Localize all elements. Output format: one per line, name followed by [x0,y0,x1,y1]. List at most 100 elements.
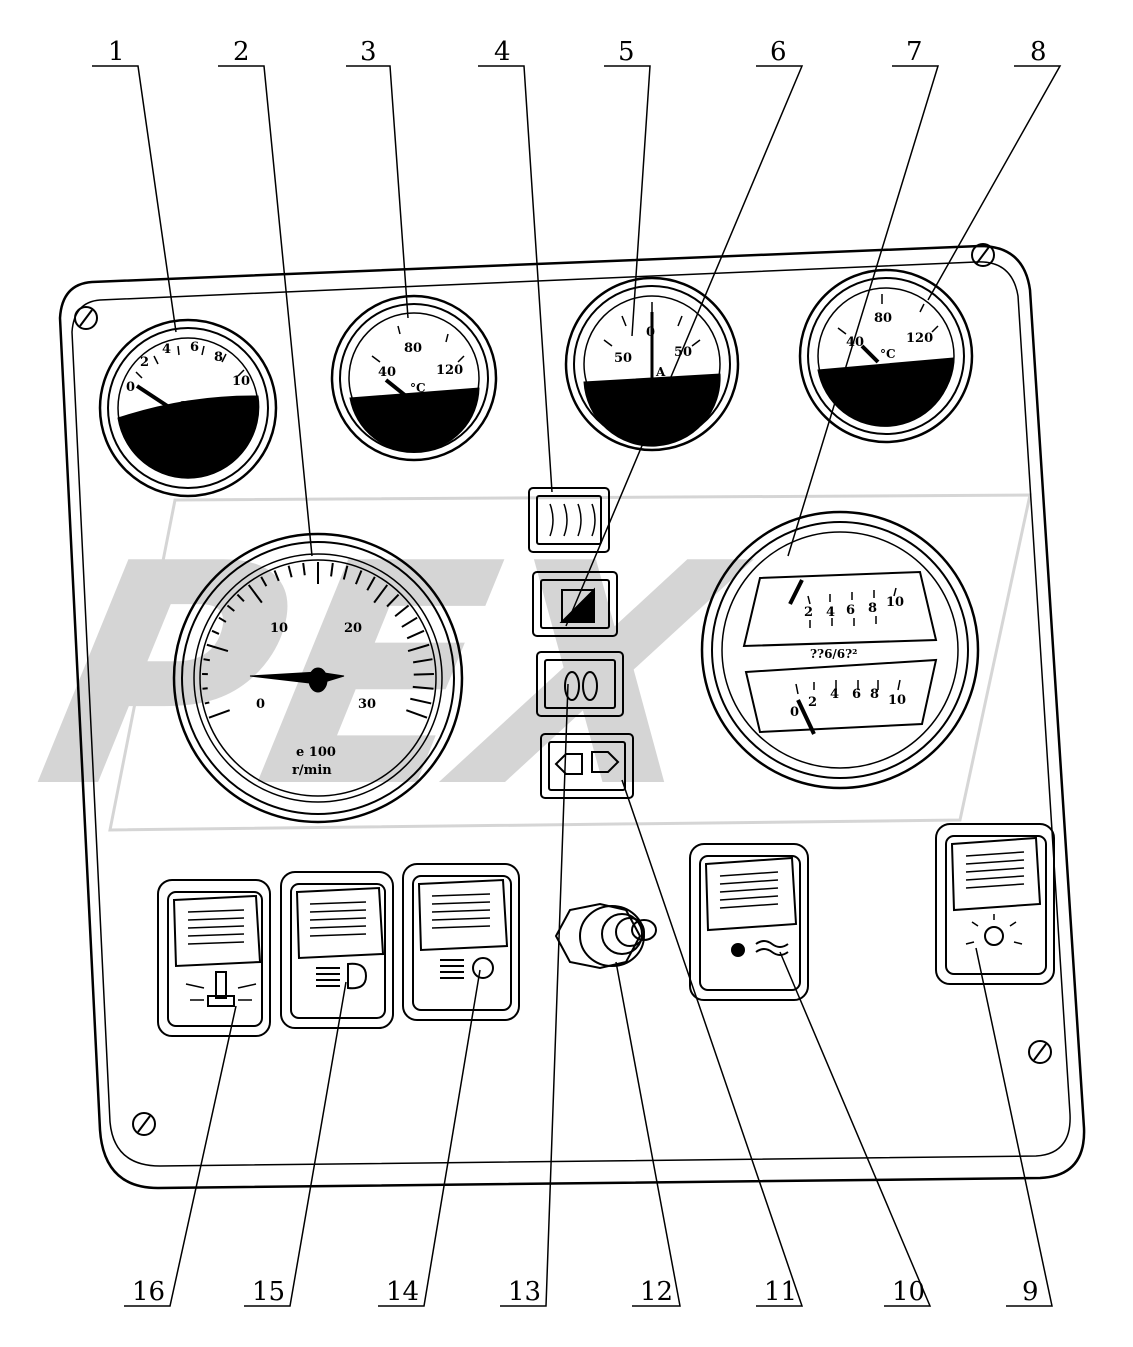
tacho-tick-mark [407,643,430,652]
indicator-lamps [528,487,634,799]
gauge-3-temperature: 40 80 120 °C [330,294,498,462]
screws [74,243,1052,1136]
tacho-tick-mark [412,685,434,690]
dual-upper-tick-8: 8 [868,601,877,616]
dual-lower-tick-6: 6 [852,687,861,702]
tacho-tick-mark [394,604,410,618]
tacho-tick-mark [405,709,428,719]
gauge-3-unit: °C [410,381,426,395]
gauge-5-tick-50: 50 [674,345,692,360]
switch-16[interactable] [157,879,271,1037]
callout-7: 7 [906,37,923,67]
gauge-2-tachometer: 0 10 20 30 e 100 r/min [172,532,464,824]
switch-12-ignition[interactable] [554,902,657,970]
dual-lower-tick-10: 10 [888,693,906,708]
gauge-5-ammeter: 50 0 50 A [564,276,740,452]
gauge-3-tick-40: 40 [378,365,396,380]
tacho-tick-0: 0 [256,697,265,712]
indicator-6-lamp [532,571,618,637]
switch-9[interactable] [935,823,1055,985]
callout-4: 4 [494,37,511,67]
gauge-3-tick-120: 120 [436,363,463,378]
indicator-4-lamp [528,487,610,553]
callout-2: 2 [233,37,250,67]
tacho-tick-mark [273,570,280,582]
gauge-5-tick-neg50: 50 [614,351,632,366]
gauge-1-pressure: 0 2 4 6 8 10 ??6/6?² [98,318,278,498]
switch-14[interactable] [402,863,520,1021]
gauge-8-temperature: 40 80 120 °C [798,268,974,444]
gauge-1-unit: ??6/6?² [180,399,227,413]
tacho-tick-mark [247,584,263,604]
tacho-tick-10: 10 [270,621,288,636]
callout-9: 9 [1022,1277,1039,1307]
gauge-7-dual: 2 4 6 8 10 ??6/6?² 0 2 4 6 8 10 [700,510,980,790]
gauge-8-tick-120: 120 [906,331,933,346]
dual-lower-tick-8: 8 [870,687,879,702]
callout-labels: 1 2 3 4 5 6 7 8 9 10 11 12 13 14 15 16 [108,37,1047,1307]
callout-12: 12 [640,1277,673,1307]
dual-upper-tick-10: 10 [886,595,904,610]
callout-6: 6 [770,37,787,67]
gauge-5-unit: A [655,365,666,379]
tacho-tick-mark [410,697,432,705]
gauge-5-tick-0: 0 [646,325,655,340]
tacho-tick-mark [287,565,293,578]
tacho-tick-mark [366,576,376,591]
gauge-8-tick-40: 40 [846,335,864,350]
switch-10[interactable] [689,843,809,1001]
tacho-tick-mark [236,593,245,603]
tachometer-ticks [202,562,434,719]
switch-15[interactable] [280,871,394,1029]
callout-11: 11 [764,1277,797,1307]
gauge-1-tick-8: 8 [214,350,223,365]
callout-16: 16 [132,1277,165,1307]
tacho-tick-mark [412,658,433,664]
tacho-tick-mark [204,701,210,705]
gauge-8-unit: °C [880,347,896,361]
tacho-tick-mark [373,584,389,604]
gauge-8-tick-80: 80 [874,311,892,326]
tacho-unit-bottom: r/min [292,763,332,778]
dual-lower-tick-2: 2 [808,695,817,710]
rocker-switches [157,823,1055,1037]
tacho-tick-20: 20 [344,621,362,636]
callout-14: 14 [386,1277,419,1307]
tacho-tick-mark [354,570,363,585]
gauge-1-tick-0: 0 [126,380,135,395]
indicator-11-turn-signal [540,733,634,799]
watermark: PEX [17,493,1032,853]
gauge-1-tick-6: 6 [190,340,199,355]
callout-15: 15 [252,1277,285,1307]
tacho-tick-mark [211,629,220,635]
callout-8: 8 [1030,37,1047,67]
dual-upper-tick-2: 2 [804,605,813,620]
tacho-tick-mark [302,562,306,576]
tacho-tick-mark [218,616,227,623]
tacho-tick-mark [406,629,425,640]
tacho-tick-mark [260,576,268,587]
gauge-1-tick-2: 2 [140,355,149,370]
callout-leaders [92,65,1062,1307]
dual-upper-tick-4: 4 [826,605,835,620]
dual-lower-tick-4: 4 [830,687,839,702]
tacho-tick-mark [413,672,434,676]
gauge-3-tick-80: 80 [404,341,422,356]
dual-upper-unit: ??6/6?² [810,647,857,661]
callout-3: 3 [360,37,377,67]
dual-upper-tick-6: 6 [846,603,855,618]
tacho-tick-mark [401,616,418,628]
callout-13: 13 [508,1277,541,1307]
tacho-tick-mark [226,604,235,612]
tacho-tick-mark [208,709,231,719]
tacho-tick-mark [206,643,229,652]
callout-1: 1 [108,37,125,67]
screw-bottom-left [132,1112,156,1136]
dual-lower-tick-0: 0 [790,705,799,720]
watermark-text: PEX [19,501,762,851]
indicator-13-lamp [536,651,624,717]
tacho-tick-mark [203,658,211,662]
screw-top-right [971,243,995,267]
screw-bottom-right [1028,1040,1052,1064]
